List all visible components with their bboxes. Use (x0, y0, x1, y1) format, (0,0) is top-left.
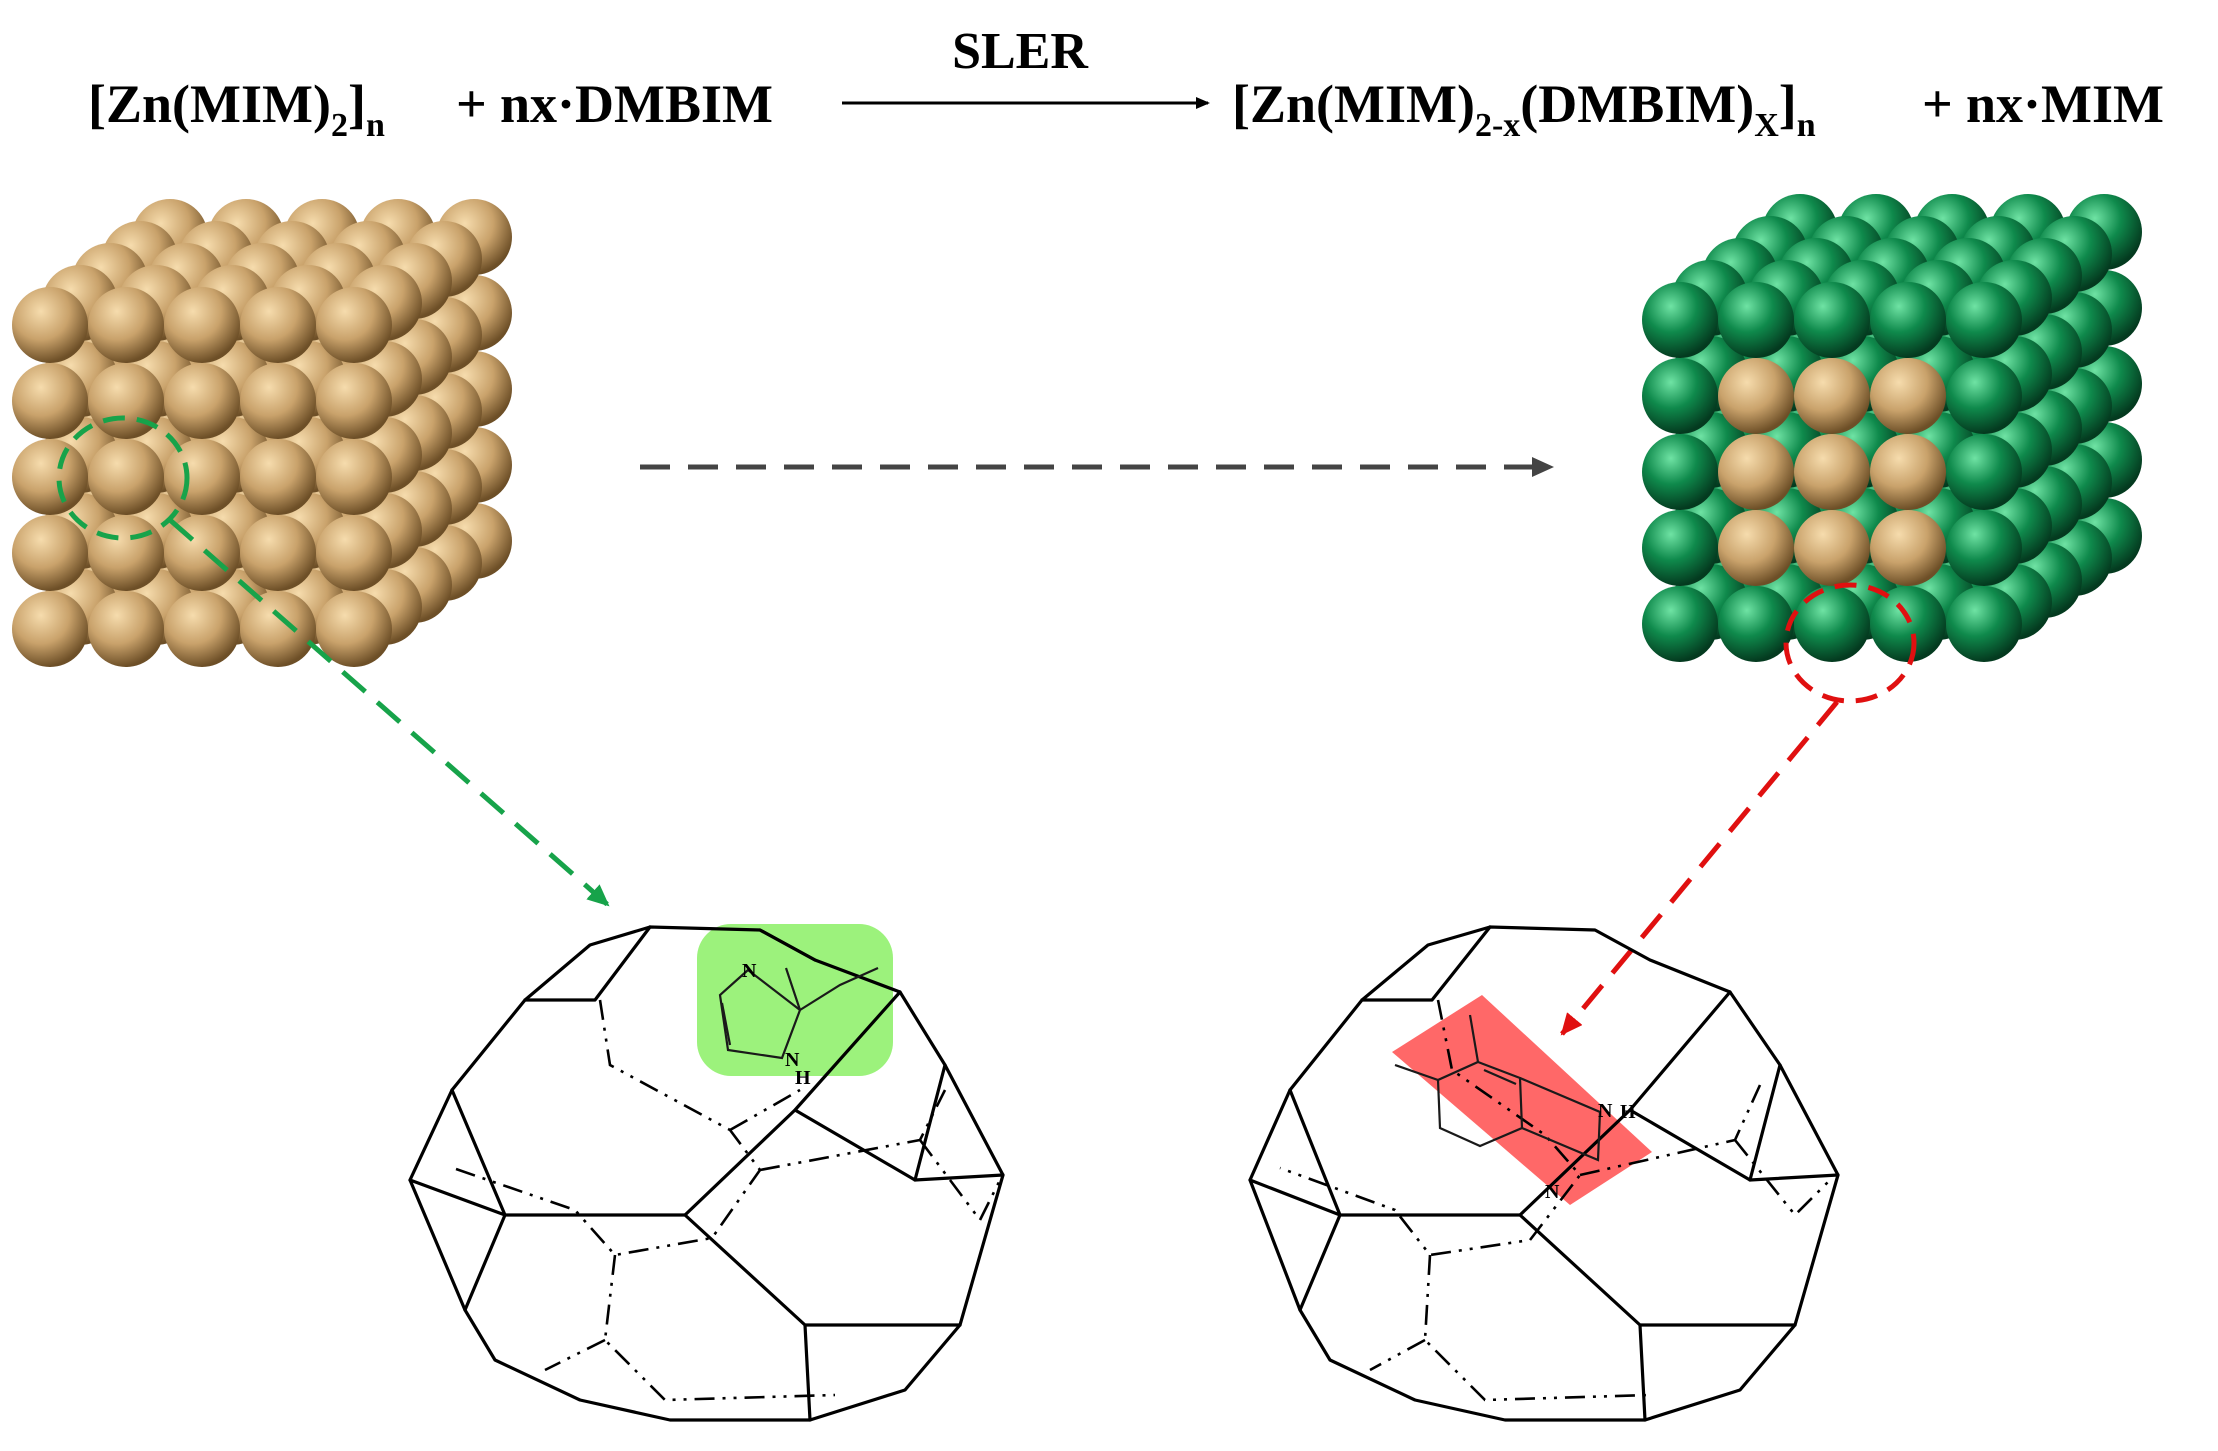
sphere (1870, 434, 1946, 510)
plus-sign-1: + (456, 74, 487, 134)
sphere (240, 363, 316, 439)
zif8-crystal-tan-cube (12, 199, 512, 667)
sphere (12, 591, 88, 667)
sphere (1642, 586, 1718, 662)
mim-linker-highlight (697, 924, 893, 1076)
dmbim-molecule: N H N (1394, 1014, 1636, 1203)
sphere (1718, 434, 1794, 510)
sphere (12, 439, 88, 515)
dmbim-linker-highlight (1392, 995, 1652, 1205)
sphere (164, 363, 240, 439)
sphere (1946, 282, 2022, 358)
sphere (316, 287, 392, 363)
sphere (164, 287, 240, 363)
green-zoom-arrow (168, 518, 610, 907)
green-highlight-circle (56, 415, 190, 541)
sphere (240, 439, 316, 515)
reaction-equation: [Zn(MIM)2]n + nx·DMBIM SLER [Zn(MIM)2-x(… (88, 23, 2164, 144)
mim-molecule: N N H (718, 960, 879, 1089)
sphere (1946, 358, 2022, 434)
sphere (1642, 510, 1718, 586)
sphere (1794, 282, 1870, 358)
red-highlight-circle (1783, 582, 1917, 704)
sphere (1642, 358, 1718, 434)
sphere (1946, 510, 2022, 586)
sphere (88, 287, 164, 363)
svg-text:H: H (1620, 1101, 1636, 1123)
sphere (240, 515, 316, 591)
sphere (1642, 434, 1718, 510)
sphere (12, 287, 88, 363)
sphere (1718, 510, 1794, 586)
reactant-1: [Zn(MIM)2]n (88, 74, 385, 144)
sphere (1718, 358, 1794, 434)
sphere (1794, 510, 1870, 586)
arrow-label-sler: SLER (952, 23, 1089, 80)
sphere (88, 591, 164, 667)
sphere (1870, 358, 1946, 434)
svg-text:H: H (795, 1067, 811, 1089)
svg-text:N: N (742, 960, 757, 982)
plus-sign-2: + (1922, 74, 1953, 134)
sphere (1718, 282, 1794, 358)
sphere (1794, 358, 1870, 434)
sphere (316, 515, 392, 591)
sphere (1642, 282, 1718, 358)
sphere (1718, 586, 1794, 662)
product-1: [Zn(MIM)2-x(DMBIM)X]n (1232, 74, 1816, 144)
sphere (164, 591, 240, 667)
sphere (1794, 434, 1870, 510)
sphere (240, 287, 316, 363)
sodalite-cage-right: N H N (1248, 925, 1840, 1422)
reactant-2: nx·DMBIM (500, 74, 773, 134)
sphere (1794, 586, 1870, 662)
core-shell-crystal-green-cube (1642, 194, 2142, 662)
sphere (1946, 434, 2022, 510)
sphere (316, 439, 392, 515)
sphere (1870, 510, 1946, 586)
sphere (1870, 282, 1946, 358)
sphere (316, 363, 392, 439)
sodalite-cage-left: N N H (408, 924, 1005, 1422)
svg-text:N: N (1545, 1181, 1560, 1203)
sphere (12, 515, 88, 591)
sphere (164, 439, 240, 515)
sphere (1870, 586, 1946, 662)
sphere (88, 363, 164, 439)
sphere (316, 591, 392, 667)
product-2: nx·MIM (1966, 74, 2164, 134)
sphere (240, 591, 316, 667)
sphere (88, 515, 164, 591)
sphere (88, 439, 164, 515)
sphere (12, 363, 88, 439)
svg-text:N: N (1598, 1100, 1613, 1122)
svg-text:N: N (785, 1049, 800, 1071)
red-zoom-arrow (1560, 700, 1839, 1036)
sphere (1946, 586, 2022, 662)
